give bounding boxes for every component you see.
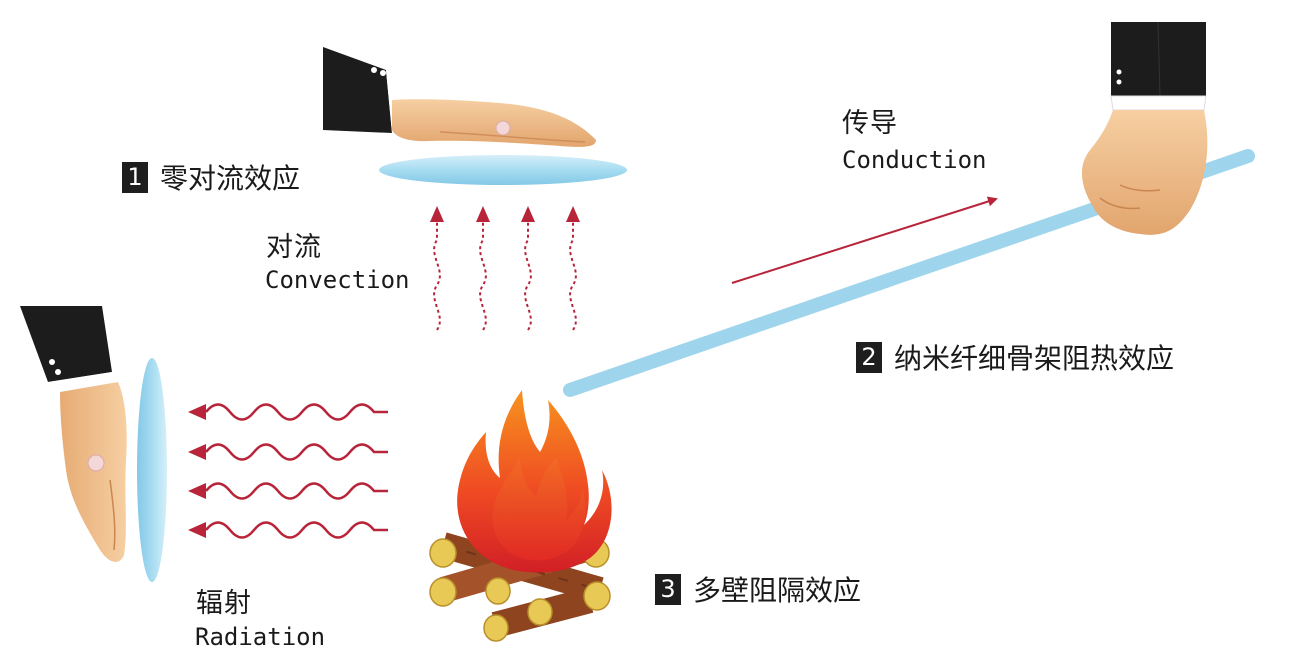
radiation-arrows — [205, 403, 388, 539]
radiation-label-en: Radiation — [195, 623, 326, 651]
effect-3: 3 多壁阻隔效应 — [655, 569, 861, 609]
top-hand-icon — [323, 47, 596, 147]
convection-arrowheads — [430, 206, 580, 222]
conduction-label-en: Conduction — [842, 146, 987, 174]
left-panel — [137, 358, 167, 582]
effect-2: 2 纳米纤细骨架阻热效应 — [856, 337, 1174, 377]
effect-1: 1 零对流效应 — [122, 157, 300, 197]
right-fist-icon — [1081, 21, 1208, 235]
effect-1-number: 1 — [122, 161, 148, 193]
convection-label-cn: 对流 — [266, 232, 322, 263]
effect-2-text: 纳米纤细骨架阻热效应 — [894, 342, 1175, 375]
fire-icon — [457, 390, 612, 573]
effect-1-text: 零对流效应 — [160, 162, 301, 195]
effect-3-text: 多壁阻隔效应 — [693, 574, 862, 607]
radiation-label-cn: 辐射 — [196, 588, 252, 619]
effect-3-number: 3 — [655, 573, 681, 605]
convection-arrows — [433, 220, 577, 331]
conduction-label-cn: 传导 — [842, 108, 898, 139]
top-panel — [379, 155, 627, 185]
radiation-arrowheads — [188, 404, 206, 538]
convection-label-en: Convection — [265, 266, 410, 294]
conduction-arrow — [731, 196, 998, 284]
left-hand-icon — [20, 306, 127, 562]
effect-2-number: 2 — [856, 341, 882, 373]
